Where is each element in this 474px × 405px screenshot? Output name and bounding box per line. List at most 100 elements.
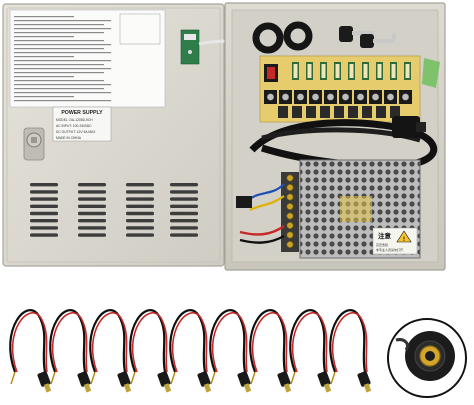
terminal-block [348, 106, 358, 118]
vent-slot [78, 233, 106, 237]
distribution-board [259, 55, 421, 123]
sheet-text-line [14, 92, 111, 94]
fuse [307, 64, 312, 78]
module-terminal-screw [286, 231, 294, 239]
vent-slot [78, 219, 106, 223]
vent-slot [126, 204, 154, 208]
vent-slot [30, 190, 58, 194]
terminal-screw [311, 93, 320, 101]
sheet-text-line [14, 44, 111, 46]
terminal-block [362, 106, 372, 118]
vent-slot [170, 197, 198, 201]
vent-slot [170, 190, 198, 194]
warning-heading: 注意 [378, 231, 392, 240]
vent-slot [170, 204, 198, 208]
label-title: POWER SUPPLY [61, 110, 103, 116]
sheet-text-line [14, 24, 104, 26]
vent-slot [170, 226, 198, 230]
terminal-screw [341, 93, 350, 101]
module-terminal-screw [286, 174, 294, 182]
terminal-screw [326, 93, 335, 101]
warning-sticker: 注意 ! 高压危险 非专业人员请勿打开 [372, 227, 418, 255]
sheet-text-line [14, 68, 111, 70]
switching-power-module: 注意 ! 高压危险 非专业人员请勿打开 [281, 159, 421, 259]
fuse [405, 64, 410, 78]
terminal-block [376, 106, 386, 118]
sheet-text-line [14, 80, 104, 82]
pigtail-cable [329, 309, 372, 393]
vent-slot [170, 233, 198, 237]
pigtail-cable [289, 309, 332, 393]
terminal-screw [356, 93, 365, 101]
rating-label: POWER SUPPLY MODEL: DA-1205D-9CH AC INPU… [52, 106, 112, 142]
terminal-block [320, 106, 330, 118]
module-terminal-screw [286, 184, 294, 192]
sheet-text-line [14, 76, 74, 78]
sheet-text-line [14, 84, 111, 86]
vent-slot [30, 204, 58, 208]
vent-slot [30, 197, 58, 201]
pigtail-cable [9, 309, 52, 393]
pigtail-cable [129, 309, 172, 393]
vent-slot [30, 219, 58, 223]
pigtail-cable [209, 309, 252, 393]
vent-slot [78, 211, 106, 216]
sheet-text-line [14, 64, 104, 66]
sheet-text-line [14, 56, 74, 58]
sheet-text-line [14, 32, 104, 34]
internal-wires [236, 183, 285, 244]
vent-slot [170, 219, 198, 223]
sheet-text-line [14, 16, 74, 18]
sheet-text-line [14, 72, 104, 74]
label-origin: MADE IN CHINA [56, 136, 82, 140]
vent-slot [30, 226, 58, 230]
pigtail-cable [49, 309, 92, 393]
vent-slot [30, 183, 58, 187]
terminal-screw [401, 93, 410, 101]
sheet-text-line [14, 20, 111, 22]
dc-pigtail-cables [9, 309, 372, 393]
pigtail-cable [169, 309, 212, 393]
terminal-screw [371, 93, 380, 101]
vent-slot [170, 183, 198, 187]
sheet-text-line [14, 88, 104, 90]
sheet-text-line [14, 36, 74, 38]
dc-connector-closeup [387, 318, 467, 398]
vent-slot [30, 211, 58, 216]
enclosure-door: POWER SUPPLY MODEL: DA-1205D-9CH AC INPU… [2, 3, 241, 267]
terminal-block [306, 106, 316, 118]
terminal-block [278, 106, 288, 118]
fuse [391, 64, 396, 78]
terminal-screw [281, 93, 290, 101]
sheet-text-line [14, 96, 74, 98]
pigtail-cable [89, 309, 132, 393]
fuse [377, 64, 382, 78]
module-terminal-screw [286, 222, 294, 230]
vent-slot [78, 190, 106, 194]
vent-slot [170, 211, 198, 216]
terminal-block [390, 106, 400, 118]
sheet-text-line [14, 60, 111, 62]
door-vents [30, 183, 198, 237]
svg-text:!: ! [403, 237, 405, 243]
fuse [335, 64, 340, 78]
sheet-text-line [14, 48, 104, 50]
fuse [321, 64, 326, 78]
warning-line1: 高压危险 [376, 242, 388, 247]
enclosure-body: 注意 ! 高压危险 非专业人员请勿打开 [224, 2, 446, 271]
vent-slot [78, 204, 106, 208]
keys-icon [339, 26, 396, 48]
vent-slot [126, 190, 154, 194]
label-model: MODEL: DA-1205D-9CH [56, 118, 93, 122]
module-terminal-screw [286, 193, 294, 201]
vent-slot [78, 197, 106, 201]
terminal-screw [296, 93, 305, 101]
sheet-text-line [14, 52, 111, 54]
module-terminal-screw [286, 241, 294, 249]
terminal-block [334, 106, 344, 118]
instruction-sheet [9, 9, 166, 108]
vent-slot [126, 197, 154, 201]
door-lock-icon [23, 127, 45, 161]
